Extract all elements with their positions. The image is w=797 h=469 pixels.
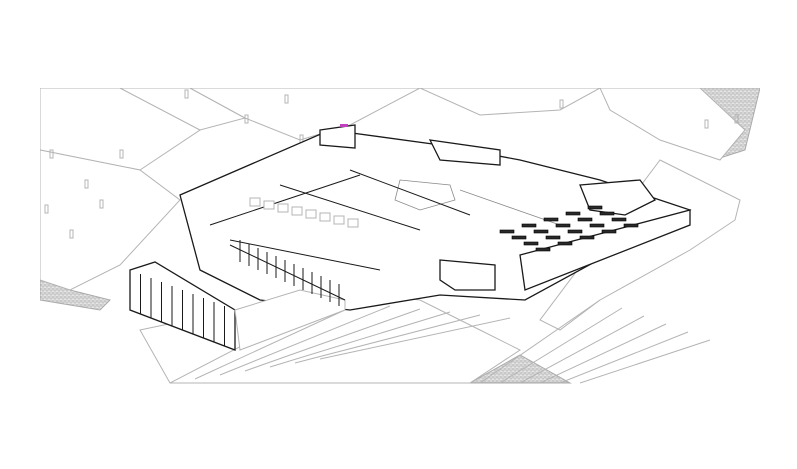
- corridor-wall-1: [229, 239, 381, 271]
- glass-room-center: [439, 259, 496, 291]
- tall-volume-roof: [234, 289, 346, 351]
- context-ground-left: [40, 149, 181, 291]
- context-line-6: [319, 317, 511, 360]
- cubicle-3: [291, 206, 303, 216]
- desk-2-3: [589, 223, 605, 228]
- desk-1-0: [511, 235, 527, 240]
- open-hall: [394, 179, 456, 211]
- focus-building: [129, 124, 692, 351]
- desk-0-2: [543, 217, 559, 222]
- context-column-7: [244, 114, 249, 124]
- cubicle-2: [277, 203, 289, 213]
- context-column-11: [734, 114, 739, 124]
- cubicle-6: [333, 215, 345, 225]
- context-column-3: [44, 204, 49, 214]
- context-line-5: [294, 314, 481, 364]
- context-ramp-line-3: [539, 323, 667, 384]
- context-line-1: [194, 302, 361, 380]
- context-block-top-mid: [419, 88, 601, 116]
- accent-marker: [340, 124, 348, 127]
- cubicle-5: [319, 212, 331, 222]
- context-roof-left: [40, 88, 201, 171]
- context-ramp-line-5: [579, 339, 711, 384]
- context-column-4: [69, 229, 74, 239]
- desk-3-4: [623, 223, 639, 228]
- desk-3-2: [579, 235, 595, 240]
- cubicle-1: [263, 200, 275, 210]
- context-column-6: [184, 89, 189, 99]
- context-line-4: [269, 311, 451, 368]
- desk-3-1: [557, 241, 573, 246]
- context-column-0: [49, 149, 54, 159]
- cubicle-0: [249, 197, 261, 207]
- interior-wall-1: [209, 174, 361, 226]
- interior-wall-3: [349, 169, 471, 216]
- context-ramp-line-1: [499, 307, 623, 384]
- desk-3-0: [535, 247, 551, 252]
- context-block-top-right: [599, 88, 746, 161]
- context-column-2: [99, 199, 104, 209]
- desk-0-1: [521, 223, 537, 228]
- context-line-3: [244, 308, 421, 372]
- desk-0-4: [587, 205, 603, 210]
- cubicle-4: [305, 209, 317, 219]
- interior-wall-4: [459, 189, 561, 226]
- desk-1-1: [533, 229, 549, 234]
- desk-2-1: [545, 235, 561, 240]
- context-column-10: [704, 119, 709, 129]
- desk-2-0: [523, 241, 539, 246]
- desk-2-2: [567, 229, 583, 234]
- context-line-2: [219, 305, 391, 376]
- cubicle-7: [347, 218, 359, 228]
- rooms-top-middle: [428, 139, 501, 166]
- desk-1-4: [599, 211, 615, 216]
- context-ramp-line-0: [479, 299, 601, 384]
- desk-1-3: [577, 217, 593, 222]
- context-column-5: [119, 149, 124, 159]
- interior-wall-2: [279, 184, 421, 231]
- context-ramp-line-2: [519, 315, 645, 384]
- desk-0-0: [499, 229, 515, 234]
- context-column-1: [84, 179, 89, 189]
- context-column-12: [559, 99, 564, 109]
- desk-0-3: [565, 211, 581, 216]
- desk-2-4: [611, 217, 627, 222]
- context-column-8: [284, 94, 289, 104]
- desk-1-2: [555, 223, 571, 228]
- desk-3-3: [601, 229, 617, 234]
- context-ramp-line-4: [559, 331, 689, 384]
